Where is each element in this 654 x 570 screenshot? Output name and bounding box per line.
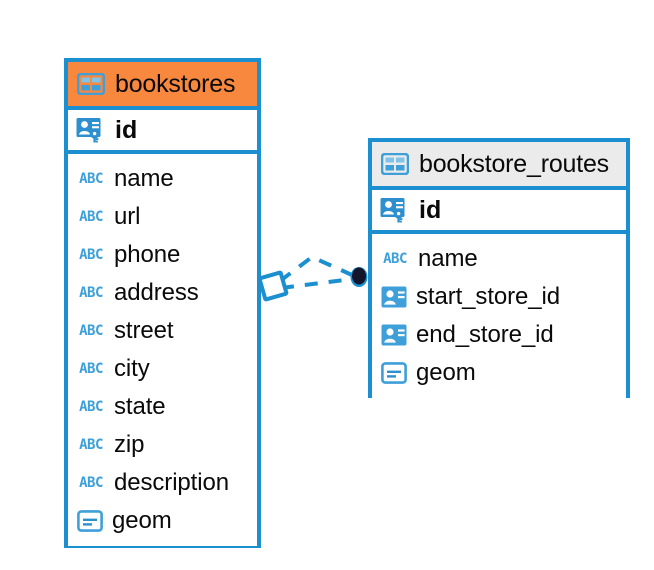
table-icon	[381, 153, 409, 175]
field-label: address	[114, 279, 199, 306]
field-label: state	[114, 393, 166, 420]
field-label: end_store_id	[416, 321, 554, 348]
primary-key-label: id	[115, 115, 138, 144]
foreign-key-icon	[381, 324, 407, 346]
abc-text-icon: ABC	[77, 247, 105, 263]
table-icon	[77, 73, 105, 95]
primary-key-label: id	[419, 195, 442, 224]
field-label: geom	[112, 507, 172, 534]
field-row[interactable]: end_store_id	[372, 316, 626, 354]
field-row[interactable]: ABC url	[68, 198, 257, 236]
field-label: street	[114, 317, 174, 344]
field-row[interactable]: ABC zip	[68, 426, 257, 464]
field-row[interactable]: ABC city	[68, 350, 257, 388]
abc-text-glyph: ABC	[383, 251, 407, 267]
entity-bookstores[interactable]: bookstores	[64, 58, 261, 548]
field-label: zip	[114, 431, 145, 458]
abc-text-icon: ABC	[77, 323, 105, 339]
field-row[interactable]: ABC state	[68, 388, 257, 426]
abc-text-glyph: ABC	[79, 399, 103, 415]
relationship-circle-endpoint	[350, 267, 368, 287]
field-row[interactable]: ABC phone	[68, 236, 257, 274]
abc-text-glyph: ABC	[79, 171, 103, 187]
foreign-key-icon	[381, 286, 407, 308]
field-row[interactable]: ABC description	[68, 464, 257, 502]
abc-text-icon: ABC	[77, 475, 105, 491]
field-row[interactable]: start_store_id	[372, 278, 626, 316]
field-row[interactable]: geom	[68, 502, 257, 540]
abc-text-glyph: ABC	[79, 285, 103, 301]
abc-text-glyph: ABC	[79, 475, 103, 491]
field-list: ABC name start_store_id	[372, 234, 626, 398]
abc-text-icon: ABC	[77, 285, 105, 301]
field-row[interactable]: ABC name	[372, 240, 626, 278]
field-label: name	[418, 245, 478, 272]
field-label: description	[114, 469, 229, 496]
geometry-icon	[381, 362, 407, 384]
abc-text-icon: ABC	[381, 251, 409, 267]
abc-text-icon: ABC	[77, 361, 105, 377]
abc-text-glyph: ABC	[79, 437, 103, 453]
primary-key-icon	[76, 117, 106, 143]
geometry-icon	[77, 510, 103, 532]
field-label: url	[114, 203, 141, 230]
abc-text-icon: ABC	[77, 437, 105, 453]
field-row[interactable]: ABC name	[68, 160, 257, 198]
field-row[interactable]: ABC address	[68, 274, 257, 312]
relationship-diamond-endpoint	[257, 270, 289, 302]
abc-text-icon: ABC	[77, 399, 105, 415]
abc-text-glyph: ABC	[79, 247, 103, 263]
entity-title: bookstores	[115, 69, 236, 98]
entity-bookstore-routes[interactable]: bookstore_routes	[368, 138, 630, 398]
abc-text-glyph: ABC	[79, 361, 103, 377]
field-row[interactable]: ABC street	[68, 312, 257, 350]
primary-key-row[interactable]: id	[372, 190, 626, 234]
field-label: phone	[114, 241, 181, 268]
abc-text-glyph: ABC	[79, 323, 103, 339]
field-label: start_store_id	[416, 283, 561, 310]
primary-key-icon	[380, 197, 410, 223]
abc-text-icon: ABC	[77, 209, 105, 225]
relationship-line-lower	[280, 277, 353, 290]
abc-text-glyph: ABC	[79, 209, 103, 225]
abc-text-icon: ABC	[77, 171, 105, 187]
primary-key-row[interactable]: id	[68, 110, 257, 154]
field-label: city	[114, 355, 150, 382]
entity-header[interactable]: bookstore_routes	[372, 142, 626, 190]
field-label: geom	[416, 359, 476, 386]
field-list: ABC name ABC url ABC phone ABC	[68, 154, 257, 546]
entity-header[interactable]: bookstores	[68, 62, 257, 110]
field-label: name	[114, 165, 174, 192]
relationship-line-upper	[278, 254, 353, 283]
field-row[interactable]: geom	[372, 354, 626, 392]
entity-title: bookstore_routes	[419, 149, 609, 178]
